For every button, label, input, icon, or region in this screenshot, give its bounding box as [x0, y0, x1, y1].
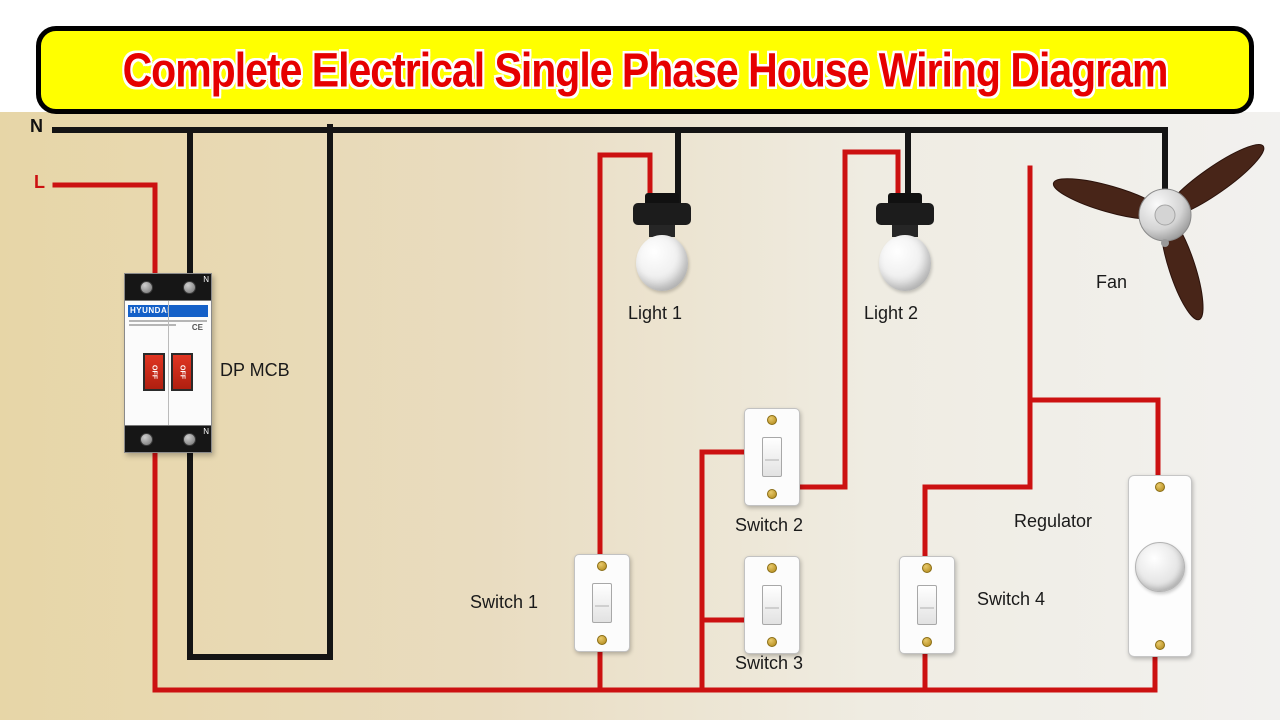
switch-rocker: [762, 585, 782, 625]
fan-icon: [1052, 144, 1265, 321]
lamp-holder: [876, 203, 934, 225]
live-supply-to-mcb: [52, 182, 158, 288]
switch-rocker: [592, 583, 612, 623]
neutral-terminal-label: N: [30, 116, 43, 136]
neutral-mcb-return: [187, 124, 333, 660]
terminal-screw-icon: [183, 280, 196, 294]
bulb-icon: [636, 235, 688, 291]
mcb-toggle-lever: OFF: [145, 355, 163, 389]
switch1-device: [574, 554, 630, 652]
mcb-toggle-lever: OFF: [173, 355, 191, 389]
lamp-holder: [633, 203, 691, 225]
lamp-holder-cap: [888, 193, 922, 203]
mcb-pole-marker: N: [203, 275, 209, 284]
mcb-pole-marker: N: [203, 427, 209, 436]
page-title: Complete Electrical Single Phase House W…: [122, 42, 1169, 97]
mcb-toggle-recess: OFF: [171, 353, 193, 391]
terminal-screw-icon: [140, 432, 153, 446]
mcb-toggles: OFF OFF: [125, 353, 211, 391]
lamp-neck: [892, 225, 918, 237]
mcb-bottom-terminals: N: [125, 426, 211, 452]
regulator-device: [1128, 475, 1192, 657]
regulator-knob: [1135, 542, 1185, 592]
fan-motor-hub: [1154, 204, 1176, 226]
live-switch4-to-fan: [922, 165, 1033, 583]
fan-label: Fan: [1096, 272, 1128, 292]
live-wiring: [52, 149, 1161, 693]
live-switch2-switch3-feed: [699, 449, 751, 693]
mcb-label: DP MCB: [220, 360, 290, 380]
switch-rocker: [762, 437, 782, 477]
mcb-body: HYUNDAI CE OFF OFF: [125, 300, 211, 426]
switch4-label: Switch 4: [977, 589, 1046, 609]
light1-label: Light 1: [628, 303, 683, 323]
title-banner: Complete Electrical Single Phase House W…: [36, 26, 1254, 114]
light1-bulb: [630, 193, 694, 291]
live-switch2-to-light2: [793, 149, 901, 490]
live-switch1-to-light1: [597, 152, 653, 583]
switch3-device: [744, 556, 800, 654]
fan-finial: [1161, 239, 1169, 247]
terminal-screw-icon: [183, 432, 196, 446]
screw-icon: [1155, 640, 1165, 650]
bulb-icon: [879, 235, 931, 291]
switch3-label: Switch 3: [735, 653, 804, 673]
mcb-pole-divider: [168, 301, 169, 425]
screw-icon: [1155, 482, 1165, 492]
mcb-ce-mark: CE: [191, 323, 203, 332]
live-terminal-label: L: [34, 172, 45, 192]
live-regulator-link: [1027, 397, 1161, 483]
screw-icon: [922, 563, 932, 573]
dp-mcb-device: N HYUNDAI CE OFF OFF N: [124, 273, 212, 453]
light2-label: Light 2: [864, 303, 919, 323]
screw-icon: [767, 489, 777, 499]
switch1-label: Switch 1: [470, 592, 539, 612]
switch4-device: [899, 556, 955, 654]
mcb-toggle-recess: OFF: [143, 353, 165, 391]
switch2-label: Switch 2: [735, 515, 804, 535]
screw-icon: [597, 561, 607, 571]
screw-icon: [767, 637, 777, 647]
switch2-device: [744, 408, 800, 506]
neutral-wiring: [52, 124, 1168, 660]
switch-rocker: [917, 585, 937, 625]
screw-icon: [767, 563, 777, 573]
screw-icon: [767, 415, 777, 425]
neutral-top-run: [52, 127, 1168, 203]
regulator-label: Regulator: [1014, 511, 1093, 531]
lamp-holder-cap: [645, 193, 679, 203]
screw-icon: [922, 637, 932, 647]
terminal-screw-icon: [140, 280, 153, 294]
live-bottom-bus: [152, 440, 1158, 693]
light2-bulb: [873, 193, 937, 291]
screw-icon: [597, 635, 607, 645]
lamp-neck: [649, 225, 675, 237]
mcb-top-terminals: N: [125, 274, 211, 300]
